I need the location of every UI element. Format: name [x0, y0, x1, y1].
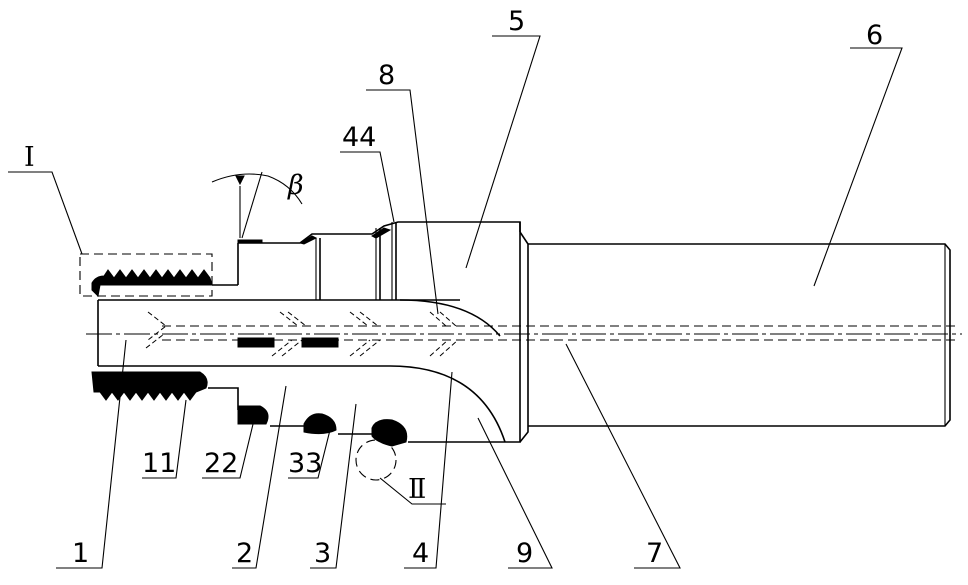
label-4: 4 — [412, 538, 429, 569]
label-detail-II: Ⅱ — [408, 474, 426, 505]
upper-thread-teeth — [92, 270, 212, 296]
label-44: 44 — [342, 122, 376, 153]
upper-step-tab — [238, 228, 390, 244]
label-6: 6 — [866, 20, 883, 51]
label-9: 9 — [516, 538, 533, 569]
label-8: 8 — [378, 60, 395, 91]
label-7: 7 — [646, 538, 663, 569]
tool-body — [98, 222, 950, 442]
label-1: 1 — [72, 538, 89, 569]
lower-thread-teeth — [92, 372, 207, 400]
label-5: 5 — [508, 6, 525, 37]
label-33: 33 — [288, 448, 322, 479]
cutting-inserts — [238, 338, 407, 446]
label-22: 22 — [204, 448, 238, 479]
label-beta: β — [287, 170, 304, 201]
label-3: 3 — [314, 538, 331, 569]
leader-lines — [8, 36, 902, 568]
label-11: 11 — [142, 448, 176, 479]
label-detail-I: Ⅰ — [24, 142, 35, 173]
label-2: 2 — [236, 538, 253, 569]
coolant-channels — [86, 312, 962, 356]
callout-labels: Ⅰ 1 11 22 2 33 3 Ⅱ 4 9 7 44 8 5 6 β — [24, 6, 883, 569]
detail-II-circle — [356, 440, 396, 480]
